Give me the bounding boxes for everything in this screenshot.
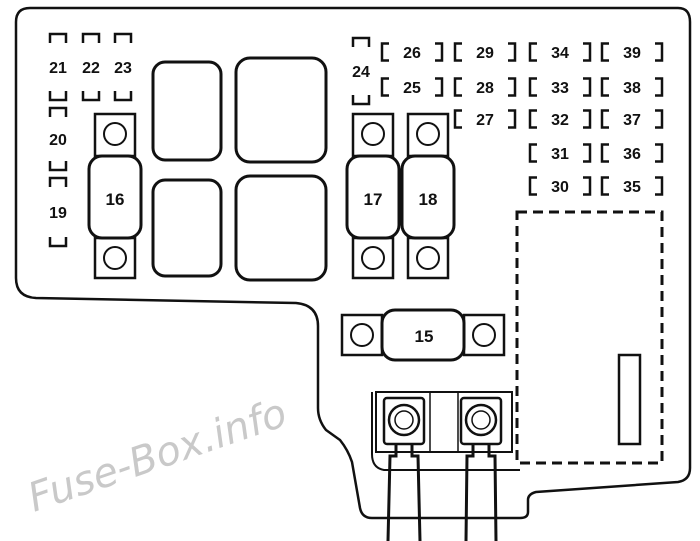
fuse-18: 18	[400, 112, 456, 280]
fuse-label: 37	[623, 112, 641, 129]
fuse-34: 34	[528, 42, 592, 62]
fuse-32: 32	[528, 109, 592, 129]
fuse-26: 26	[380, 42, 444, 62]
relay-slot	[151, 178, 223, 278]
fuse-label: 28	[476, 80, 494, 97]
fuse-20: 20	[48, 106, 68, 172]
fuse-label: 26	[403, 45, 421, 62]
fuse-label: 24	[352, 64, 370, 81]
fuse-label: 29	[476, 45, 494, 62]
fuse-37: 37	[600, 109, 664, 129]
fuse-25: 25	[380, 77, 444, 97]
fuse-label: 38	[623, 80, 641, 97]
fuse-17: 17	[345, 112, 401, 280]
module-connector	[617, 353, 642, 446]
module-outline	[515, 210, 664, 465]
fuse-label: 33	[551, 80, 569, 97]
fuse-24: 24	[351, 36, 371, 106]
fuse-23: 23	[113, 32, 133, 102]
fuse-box-housing	[14, 6, 692, 520]
fuse-label: 16	[106, 190, 125, 209]
fuse-label: 18	[419, 190, 438, 209]
fuse-label: 21	[49, 60, 67, 77]
fuse-label: 34	[551, 45, 569, 62]
fuse-19: 19	[48, 176, 68, 248]
fuse-21: 21	[48, 32, 68, 102]
relay-slot	[234, 56, 328, 164]
fuse-label: 36	[623, 146, 641, 163]
fuse-38: 38	[600, 77, 664, 97]
fuse-30: 30	[528, 176, 592, 196]
fuse-label: 20	[49, 132, 67, 149]
fuse-31: 31	[528, 143, 592, 163]
fuse-label: 27	[476, 112, 494, 129]
fuse-label: 23	[114, 60, 132, 77]
fuse-29: 29	[453, 42, 517, 62]
relay-slot	[151, 60, 223, 162]
fuse-label: 30	[551, 179, 569, 196]
fuse-35: 35	[600, 176, 664, 196]
fuse-39: 39	[600, 42, 664, 62]
fuse-label: 22	[82, 60, 100, 77]
fuse-27: 27	[453, 109, 517, 129]
fuse-36: 36	[600, 143, 664, 163]
watermark: Fuse-Box.info	[22, 390, 292, 521]
battery-terminals	[371, 391, 520, 541]
fuse-16: 16	[87, 112, 143, 280]
fuse-label: 19	[49, 205, 67, 222]
fuse-label: 39	[623, 45, 641, 62]
fuse-22: 22	[81, 32, 101, 102]
fuse-label: 35	[623, 179, 641, 196]
fuse-label: 31	[551, 146, 569, 163]
fuse-28: 28	[453, 77, 517, 97]
fuse-label: 17	[364, 190, 383, 209]
fuse-15: 15	[340, 308, 506, 362]
fuse-label: 25	[403, 80, 421, 97]
fuse-label: 15	[415, 327, 434, 346]
relay-slot	[234, 174, 328, 282]
fuse-33: 33	[528, 77, 592, 97]
fuse-label: 32	[551, 112, 569, 129]
